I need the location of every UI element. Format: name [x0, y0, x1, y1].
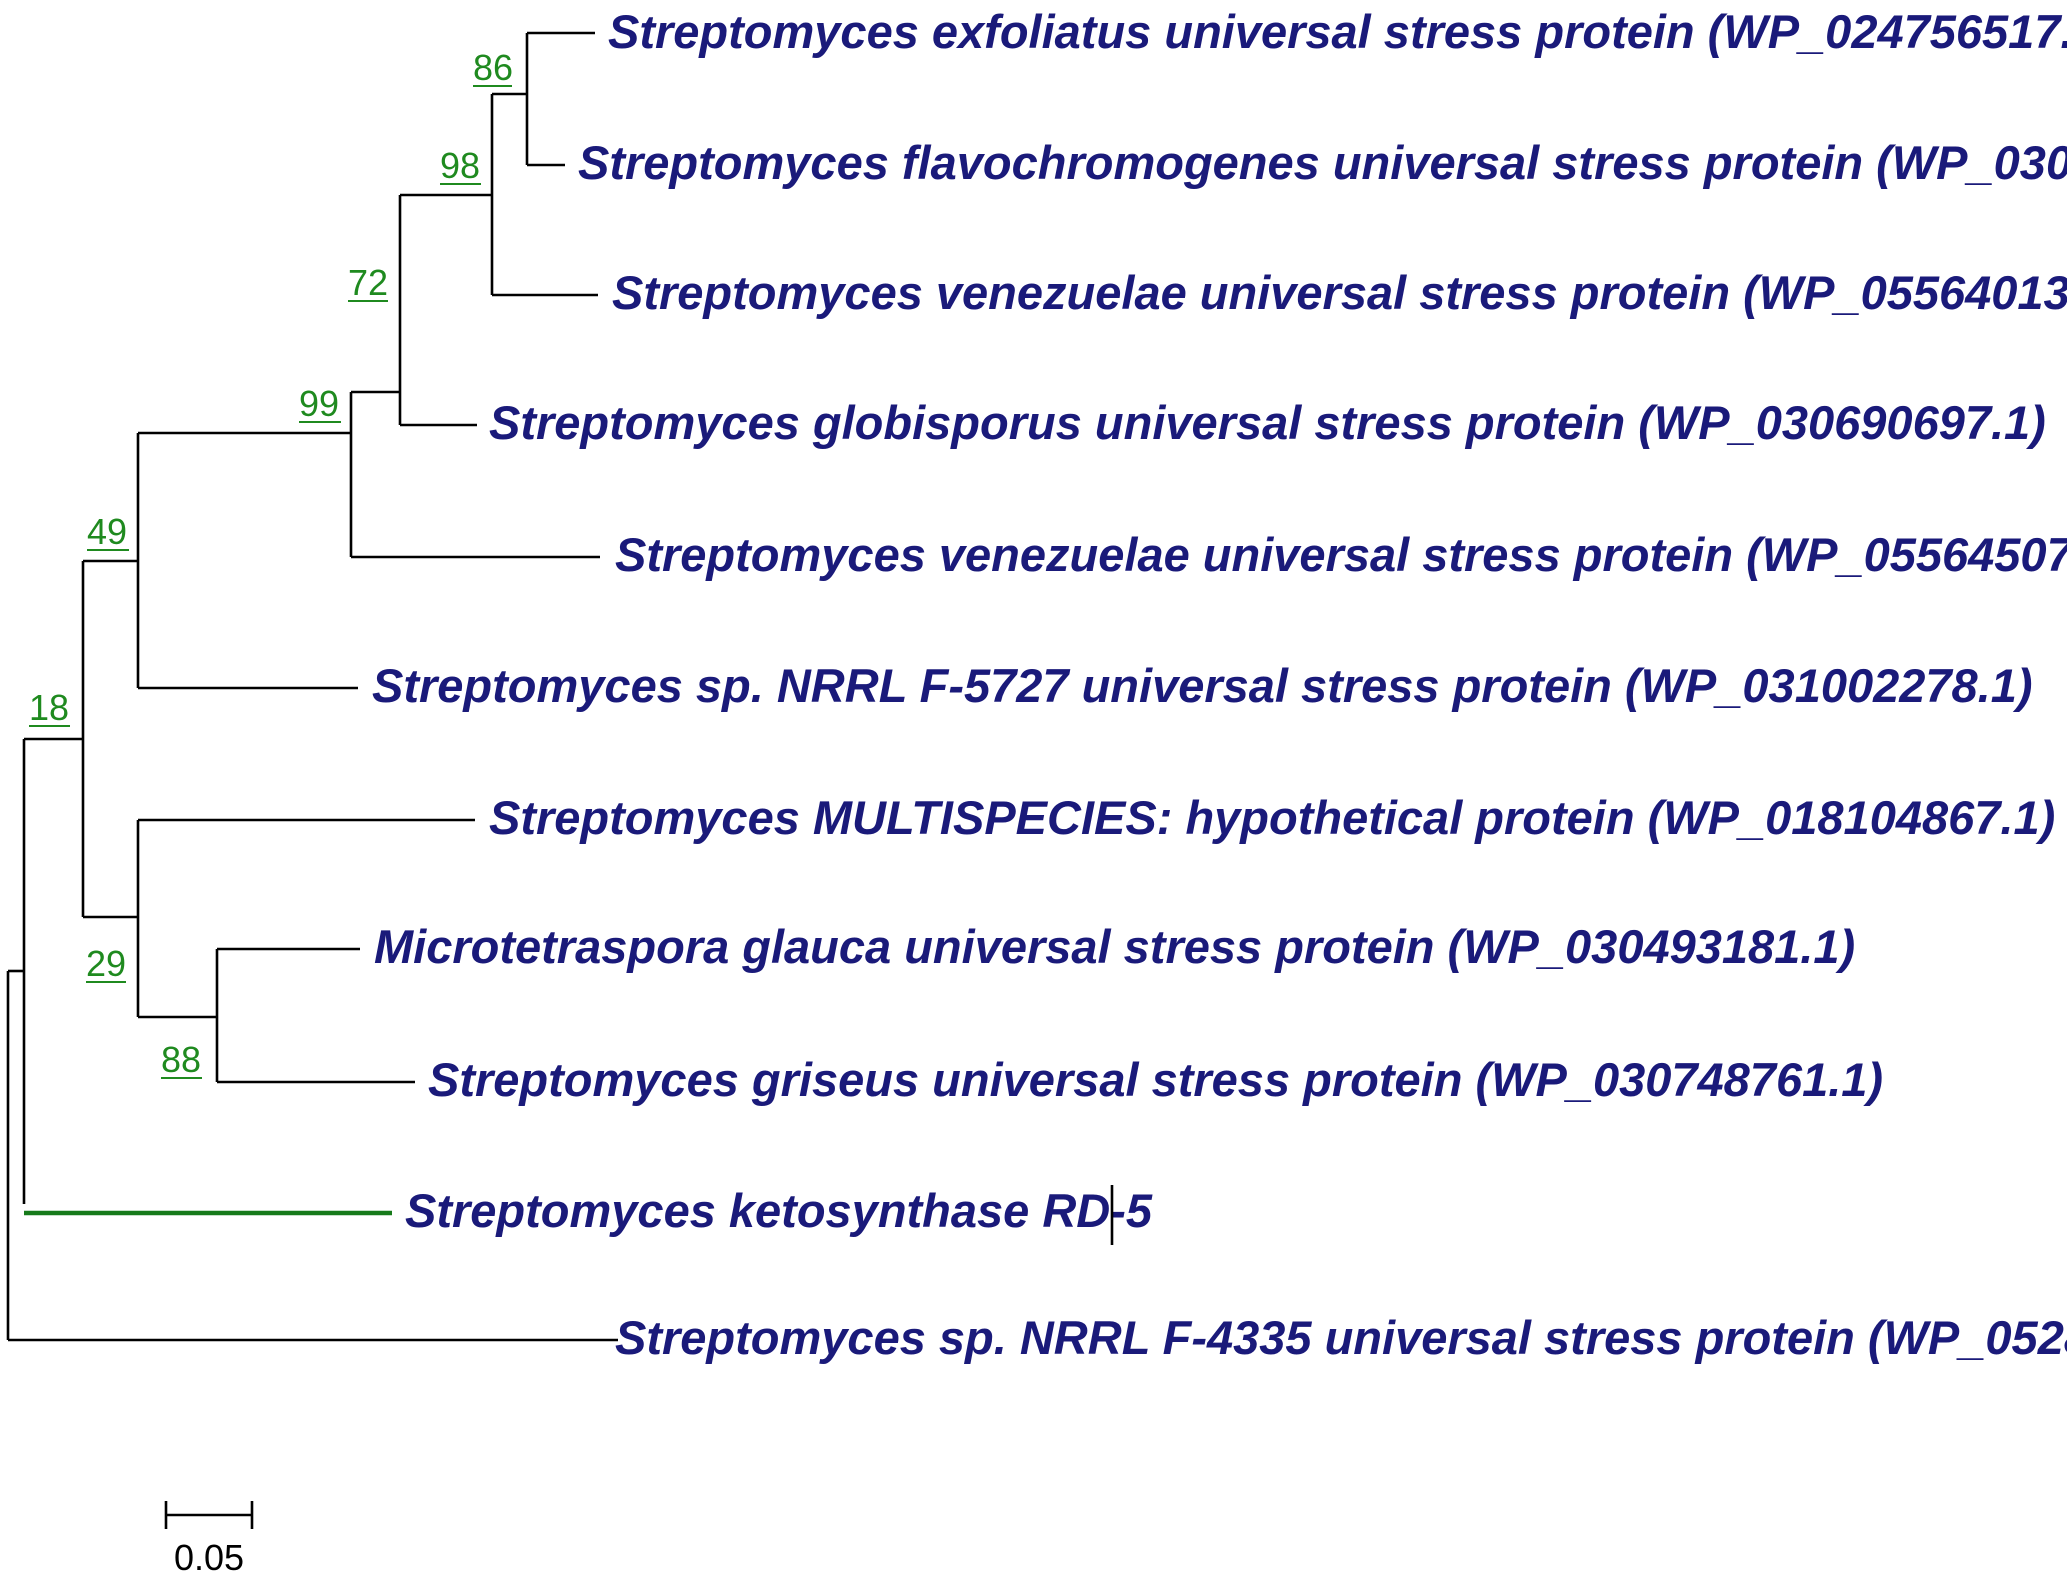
bootstrap-value: 18: [29, 687, 69, 728]
taxon-label-ketosynthase: Streptomyces ketosynthase RD-5: [405, 1184, 1153, 1237]
bootstrap-value: 29: [86, 943, 126, 984]
bootstrap-value: 86: [473, 47, 513, 88]
taxon-label: Streptomyces venezuelae universal stress…: [612, 266, 2067, 319]
taxon-label: Microtetraspora glauca universal stress …: [374, 920, 1855, 973]
taxon-label: Streptomyces MULTISPECIES: hypothetical …: [489, 791, 2055, 844]
scale-bar: 0.05: [164, 1501, 254, 1578]
taxon-label: Streptomyces sp. NRRL F-5727 universal s…: [372, 659, 2033, 712]
scale-bar-label: 0.05: [174, 1537, 244, 1578]
taxon-label: Streptomyces globisporus universal stres…: [489, 396, 2046, 449]
bootstrap-value: 98: [440, 145, 480, 186]
taxon-labels: Streptomyces exfoliatus universal stress…: [372, 5, 2067, 1364]
tree-branches: [6, 31, 618, 1342]
taxon-label: Streptomyces flavochromogenes universal …: [578, 136, 2067, 189]
bootstrap-values: 86 98 72 99 49 18 29 88: [29, 47, 513, 1080]
taxon-label: Streptomyces exfoliatus universal stress…: [608, 5, 2067, 58]
taxon-label: Streptomyces venezuelae universal stress…: [615, 528, 2067, 581]
taxon-label: Streptomyces griseus universal stress pr…: [428, 1053, 1883, 1106]
bootstrap-value: 99: [299, 383, 339, 424]
bootstrap-value: 88: [161, 1039, 201, 1080]
bootstrap-value: 49: [87, 511, 127, 552]
bootstrap-value: 72: [348, 262, 388, 303]
taxon-label: Streptomyces sp. NRRL F-4335 universal s…: [615, 1311, 2067, 1364]
